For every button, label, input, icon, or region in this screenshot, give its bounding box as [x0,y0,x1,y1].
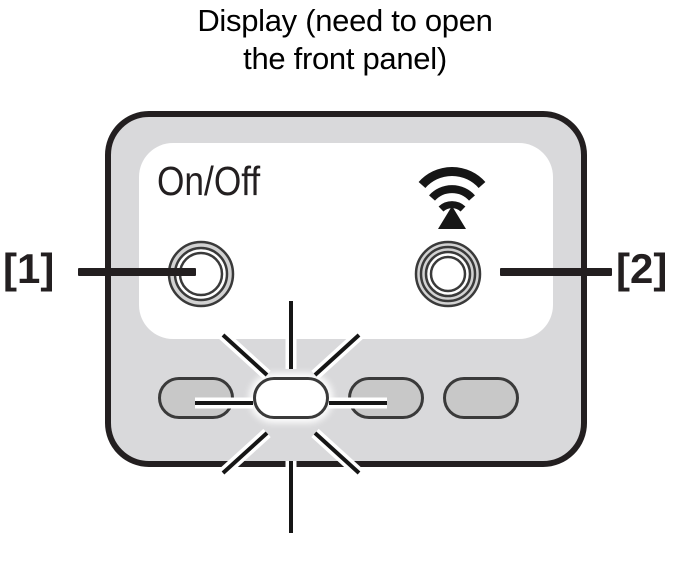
led-indicator-4 [443,377,519,419]
wifi-button[interactable] [414,240,482,308]
callout-1-label: [1] [3,245,55,292]
onoff-label: On/Off [157,158,261,204]
wifi-signal-icon [418,166,486,230]
page-title-line-1: Display (need to open [197,3,493,38]
callout-2-label: [2] [616,245,668,292]
page-title-line-2: the front panel) [243,41,447,76]
page-title: Display (need to open the front panel) [95,2,595,78]
led-indicator-2 [253,377,329,419]
led-indicator-3 [348,377,424,419]
led-indicator-1 [158,377,234,419]
callout-2-leader-line [500,268,612,276]
callout-1-leader-line [78,268,196,276]
display-device: On/Off [105,111,587,533]
